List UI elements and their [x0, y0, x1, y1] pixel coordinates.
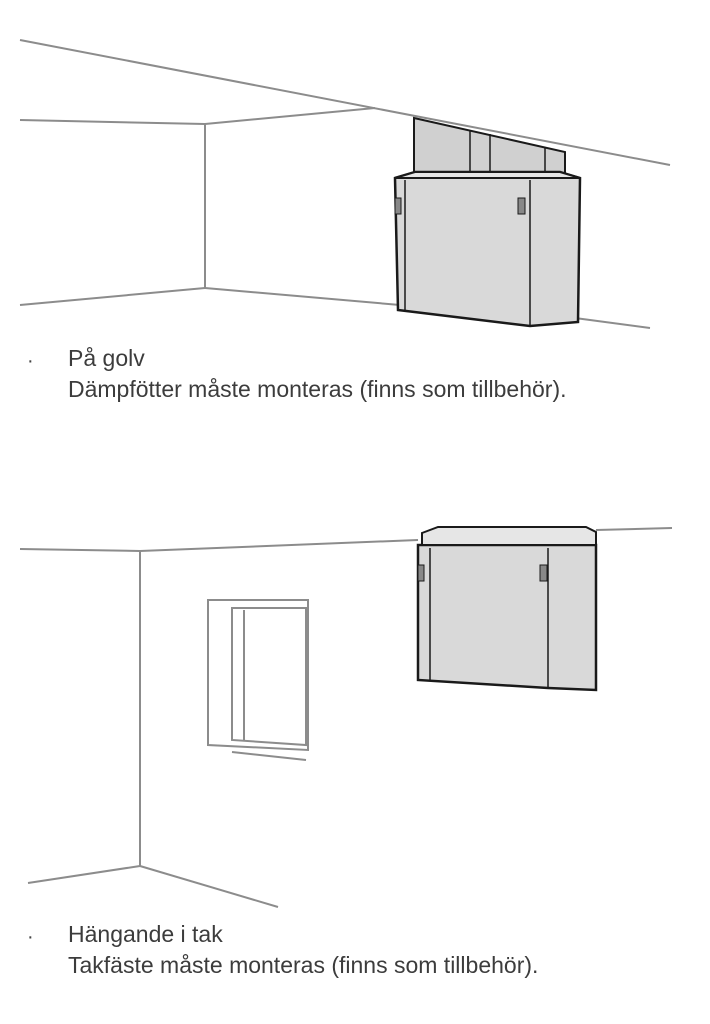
bullet-point: · [27, 926, 34, 948]
floor-mounting-illustration [19, 39, 671, 329]
room-lines [19, 527, 673, 908]
ventilation-unit [416, 526, 598, 692]
ceiling-mounting-illustration [19, 526, 673, 908]
caption-description: Dämpfötter måste monteras (finns som til… [68, 376, 567, 402]
caption-title: Hängande i tak [68, 921, 223, 947]
bullet-point: · [27, 350, 34, 372]
caption-description: Takfäste måste monteras (finns som tillb… [68, 952, 539, 978]
ventilation-unit [393, 170, 582, 328]
room-lines [19, 39, 671, 329]
caption-title: På golv [68, 345, 145, 371]
window [207, 599, 309, 761]
